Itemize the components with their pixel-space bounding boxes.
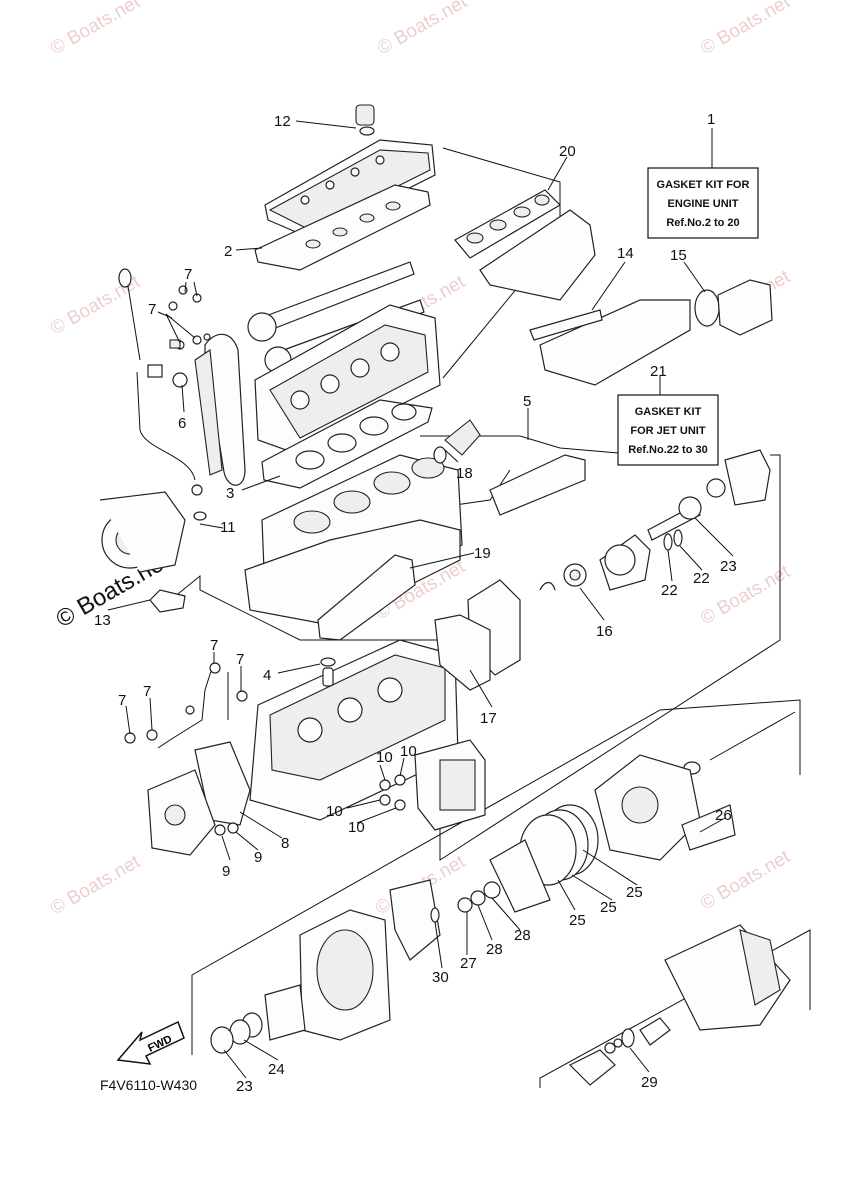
housing-gasket — [434, 614, 491, 691]
callout-1: 1 — [707, 111, 715, 128]
callout-24: 24 — [268, 1061, 285, 1078]
forward-arrow-icon: FWD — [116, 1020, 185, 1065]
timing-chain — [204, 333, 246, 486]
leader-lines — [107, 120, 734, 1079]
valve-cover — [254, 104, 436, 271]
callout-13: 13 — [94, 612, 111, 629]
oil-pump — [147, 741, 251, 856]
callout-3: 3 — [226, 485, 234, 502]
dipstick — [118, 268, 196, 481]
callout-5: 5 — [523, 393, 531, 410]
callout-21: 21 — [650, 363, 667, 380]
callout-29: 29 — [641, 1074, 658, 1091]
kit-line: GASKET KIT FOR — [657, 179, 750, 191]
callout-23: 23 — [720, 558, 737, 575]
callout-28: 28 — [486, 941, 503, 958]
cylinder-head-gasket — [261, 399, 433, 489]
callout-10: 10 — [348, 819, 365, 836]
callout-25: 25 — [569, 912, 586, 929]
oil-cap-o-ring — [359, 126, 375, 136]
bearing — [457, 897, 473, 913]
callout-17: 17 — [480, 710, 497, 727]
crankcase — [249, 639, 459, 821]
callout-14: 14 — [617, 245, 634, 262]
callout-7: 7 — [118, 692, 126, 709]
callout-10: 10 — [400, 743, 417, 760]
kit-line: Ref.No.2 to 20 — [666, 217, 739, 229]
callout-28: 28 — [514, 927, 531, 944]
kit-line: Ref.No.22 to 30 — [628, 444, 707, 456]
kit-line: FOR JET UNIT — [630, 425, 705, 437]
manifold-joint-gasket — [694, 289, 720, 327]
watermark: © Boats.net — [47, 851, 144, 919]
callout-6: 6 — [178, 415, 186, 432]
dowel-pin — [322, 667, 334, 687]
callout-8: 8 — [281, 835, 289, 852]
callout-7: 7 — [148, 301, 156, 318]
intermediate-housing — [210, 909, 391, 1054]
bearing-housing — [434, 449, 771, 691]
crank-cover — [379, 739, 486, 831]
callout-25: 25 — [626, 884, 643, 901]
callout-16: 16 — [596, 623, 613, 640]
callout-26: 26 — [715, 807, 732, 824]
callout-18: 18 — [456, 465, 473, 482]
callout-12: 12 — [274, 113, 291, 130]
callout-27: 27 — [460, 955, 477, 972]
exhaust-manifold — [454, 189, 773, 386]
callout-7: 7 — [236, 651, 244, 668]
callout-9: 9 — [254, 849, 262, 866]
callout-10: 10 — [326, 803, 343, 820]
callout-11: 11 — [220, 519, 236, 536]
watermark: © Boats.net — [47, 0, 144, 59]
bolts-and-washers — [168, 285, 211, 521]
callout-7: 7 — [210, 637, 218, 654]
o-ring — [193, 511, 207, 521]
callout-22: 22 — [661, 582, 678, 599]
engine-gasket-kit-box: GASKET KIT FOR ENGINE UNIT Ref.No.2 to 2… — [647, 167, 759, 239]
callout-20: 20 — [559, 143, 576, 160]
supercharger-gasket — [149, 589, 186, 613]
callout-2: 2 — [224, 243, 232, 260]
kit-line: GASKET KIT — [635, 406, 702, 418]
callouts: 1 12 20 2 7 7 14 15 21 6 5 18 3 11 19 23… — [94, 111, 737, 1095]
callout-7: 7 — [143, 683, 151, 700]
callout-7: 7 — [184, 266, 192, 283]
kit-line: ENGINE UNIT — [668, 198, 739, 210]
supercharger — [99, 491, 186, 613]
callout-22: 22 — [693, 570, 710, 587]
cylinder-head — [254, 304, 441, 456]
callout-23: 23 — [236, 1078, 253, 1095]
callout-9: 9 — [222, 863, 230, 880]
cylinder-block — [244, 454, 463, 626]
jet-nozzle — [568, 924, 791, 1086]
callout-25: 25 — [600, 899, 617, 916]
callout-4: 4 — [263, 667, 271, 684]
shaft-seal — [678, 496, 702, 520]
intake-gasket — [317, 554, 416, 641]
impeller — [389, 879, 501, 961]
drawing-code: F4V6110-W430 — [100, 1077, 197, 1093]
oil-pipe — [124, 662, 248, 749]
jet-gasket-kit-box: GASKET KIT FOR JET UNIT Ref.No.22 to 30 — [617, 394, 719, 466]
callout-10: 10 — [376, 749, 393, 766]
nozzle-o-ring — [621, 1028, 635, 1048]
oil-filler-cap — [355, 104, 375, 126]
callout-15: 15 — [670, 247, 687, 264]
callout-30: 30 — [432, 969, 449, 986]
seal-ring — [172, 372, 188, 388]
watermark: © Boats.net — [374, 0, 471, 59]
watermark: © Boats.net — [697, 0, 794, 59]
callout-19: 19 — [474, 545, 491, 562]
intake-parts — [317, 419, 586, 641]
watermark: © Boats.net — [697, 846, 794, 914]
